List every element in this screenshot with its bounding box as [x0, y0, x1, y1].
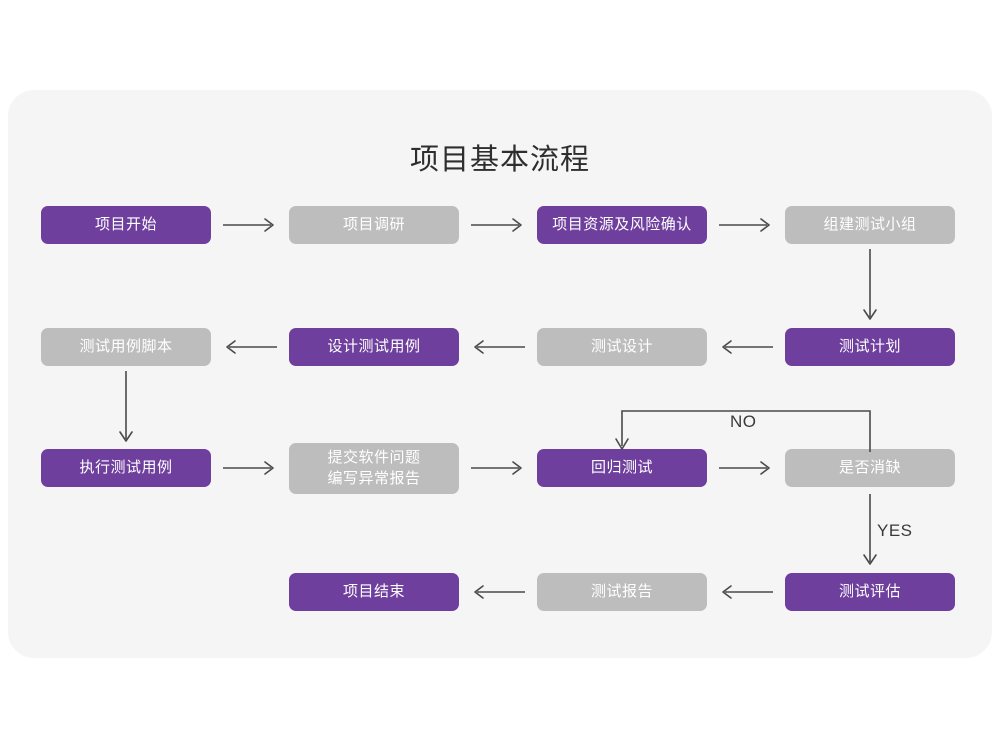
node-submit-issue-report[interactable]: 提交软件问题 编写异常报告 [289, 443, 459, 494]
edge-arrow-left-plan-to-design [717, 335, 775, 359]
node-label: 测试评估 [838, 582, 901, 600]
page-title: 项目基本流程 [409, 144, 590, 176]
edge-arrow-right-risk-to-team [717, 213, 775, 237]
node-test-case-script[interactable]: 测试用例脚本 [41, 328, 211, 366]
edge-arrow-left-case-to-script [221, 335, 279, 359]
node-label: 测试用例脚本 [79, 337, 173, 355]
node-defect-cleared-decision[interactable]: 是否消缺 [785, 449, 955, 487]
node-project-end[interactable]: 项目结束 [289, 573, 459, 611]
edge-arrow-right-start-to-research [221, 213, 279, 237]
node-label: 项目结束 [342, 582, 405, 600]
diagram-card [8, 90, 992, 658]
node-label: 测试报告 [590, 582, 653, 600]
node-label: 执行测试用例 [79, 458, 173, 476]
node-label: 测试计划 [838, 337, 901, 355]
edge-arrow-right-regression-to-decision [717, 456, 775, 480]
edge-arrow-right-report-to-regression [469, 456, 527, 480]
node-test-evaluation[interactable]: 测试评估 [785, 573, 955, 611]
node-form-test-team[interactable]: 组建测试小组 [785, 206, 955, 244]
edge-arrow-down-team-to-plan [858, 247, 882, 325]
node-test-report[interactable]: 测试报告 [537, 573, 707, 611]
node-label: 回归测试 [590, 458, 653, 476]
edge-loop-no-decision-to-regression [612, 406, 876, 454]
edge-arrow-right-execute-to-report [221, 456, 279, 480]
node-label: 是否消缺 [838, 458, 901, 476]
node-label: 项目开始 [94, 215, 157, 233]
node-label: 设计测试用例 [327, 337, 421, 355]
node-project-research[interactable]: 项目调研 [289, 206, 459, 244]
edge-arrow-left-report-to-end [469, 580, 527, 604]
edge-label-no: NO [730, 412, 757, 431]
node-resource-risk-confirm[interactable]: 项目资源及风险确认 [537, 206, 707, 244]
node-design-test-case[interactable]: 设计测试用例 [289, 328, 459, 366]
edge-arrow-left-evaluation-to-report [717, 580, 775, 604]
node-label: 提交软件问题 编写异常报告 [327, 449, 421, 487]
node-regression-test[interactable]: 回归测试 [537, 449, 707, 487]
node-test-design[interactable]: 测试设计 [537, 328, 707, 366]
node-label: 组建测试小组 [823, 215, 917, 233]
edge-arrow-down-decision-to-evaluation [858, 492, 882, 570]
node-test-plan[interactable]: 测试计划 [785, 328, 955, 366]
node-project-start[interactable]: 项目开始 [41, 206, 211, 244]
node-label: 项目调研 [342, 215, 405, 233]
edge-arrow-down-script-to-execute [114, 369, 138, 447]
node-label: 项目资源及风险确认 [552, 215, 692, 233]
edge-arrow-left-design-to-case [469, 335, 527, 359]
edge-arrow-right-research-to-risk [469, 213, 527, 237]
node-execute-test-case[interactable]: 执行测试用例 [41, 449, 211, 487]
edge-label-yes: YES [877, 521, 913, 540]
node-label: 测试设计 [590, 337, 653, 355]
